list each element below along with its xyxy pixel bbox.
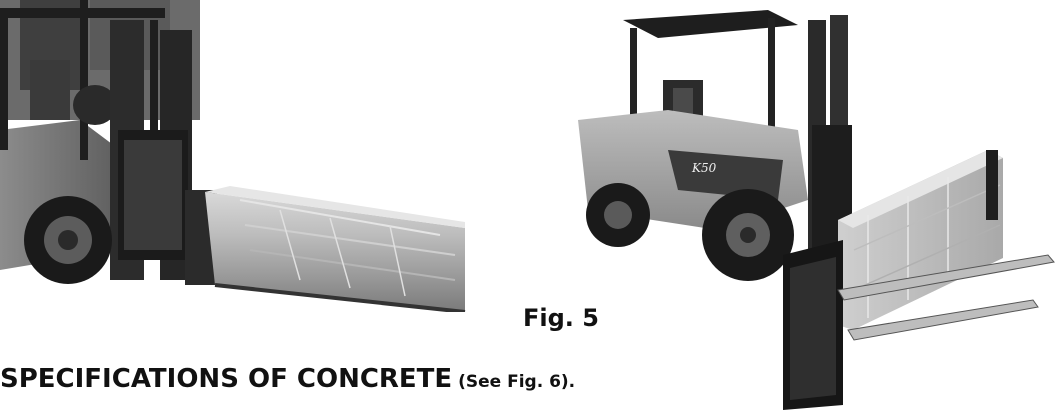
forklift-photo-right-graphic: K50 — [578, 10, 1055, 410]
forklift-photo-right: K50 — [568, 0, 1057, 410]
section-heading-reference: (See Fig. 6). — [452, 372, 576, 392]
forklift-photo-left — [0, 0, 468, 312]
section-heading-text: SPECIFICATIONS OF CONCRETE — [0, 364, 453, 394]
section-heading: SPECIFICATIONS OF CONCRETE (See Fig. 6). — [0, 364, 575, 394]
model-badge: K50 — [691, 161, 717, 175]
figure-label: Fig. 5 — [523, 304, 599, 332]
forklift-photo-left-graphic — [0, 0, 468, 312]
